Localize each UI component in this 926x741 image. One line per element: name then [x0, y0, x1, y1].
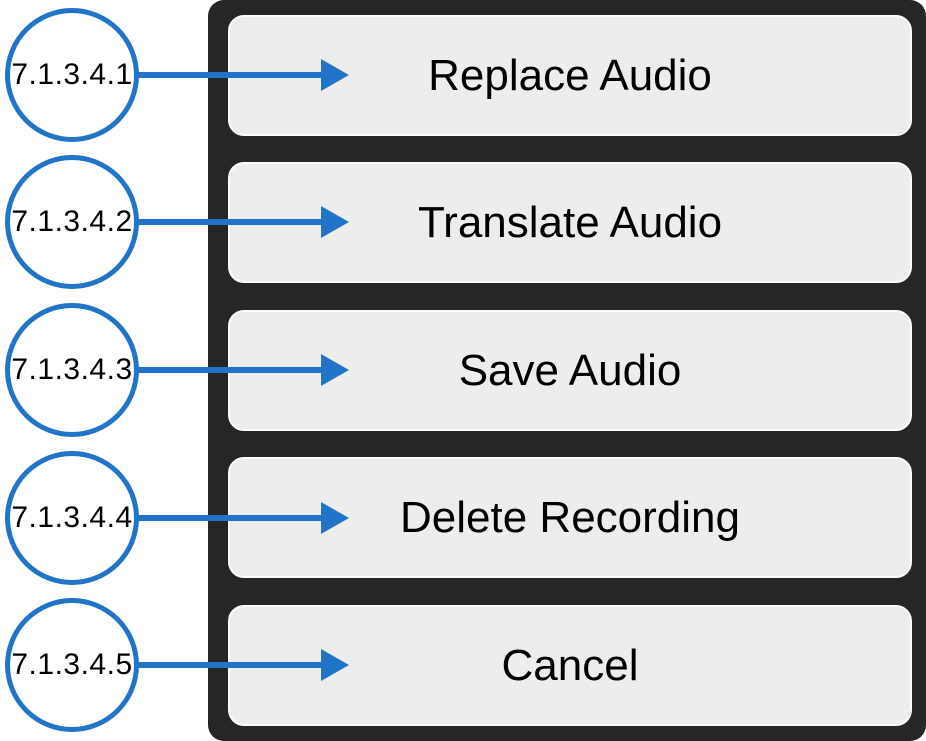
arrow-head-icon: [321, 206, 349, 238]
arrow-head-icon: [321, 649, 349, 681]
callout-label: 7.1.3.4.5: [11, 648, 133, 681]
callout-label: 7.1.3.4.3: [11, 353, 133, 386]
translate-audio-button[interactable]: Translate Audio: [228, 162, 912, 283]
arrow-head-icon: [321, 59, 349, 91]
callout-arrow-5: [136, 649, 349, 681]
arrow-head-icon: [321, 354, 349, 386]
arrow-line: [136, 219, 321, 225]
callout-label: 7.1.3.4.2: [11, 205, 133, 238]
action-sheet: Replace Audio Translate Audio Save Audio…: [208, 0, 926, 741]
callout-label: 7.1.3.4.4: [11, 501, 133, 534]
callout-arrow-4: [136, 502, 349, 534]
arrow-line: [136, 367, 321, 373]
callout-arrow-3: [136, 354, 349, 386]
callout-circle-3: 7.1.3.4.3: [5, 303, 139, 437]
callout-circle-1: 7.1.3.4.1: [5, 8, 139, 142]
callout-circle-4: 7.1.3.4.4: [5, 451, 139, 585]
callout-circle-5: 7.1.3.4.5: [5, 598, 139, 732]
delete-recording-button[interactable]: Delete Recording: [228, 457, 912, 578]
callout-arrow-1: [136, 59, 349, 91]
arrow-line: [136, 662, 321, 668]
arrow-head-icon: [321, 502, 349, 534]
arrow-line: [136, 515, 321, 521]
callout-circle-2: 7.1.3.4.2: [5, 155, 139, 289]
callout-arrow-2: [136, 206, 349, 238]
arrow-line: [136, 72, 321, 78]
callout-label: 7.1.3.4.1: [11, 58, 133, 91]
